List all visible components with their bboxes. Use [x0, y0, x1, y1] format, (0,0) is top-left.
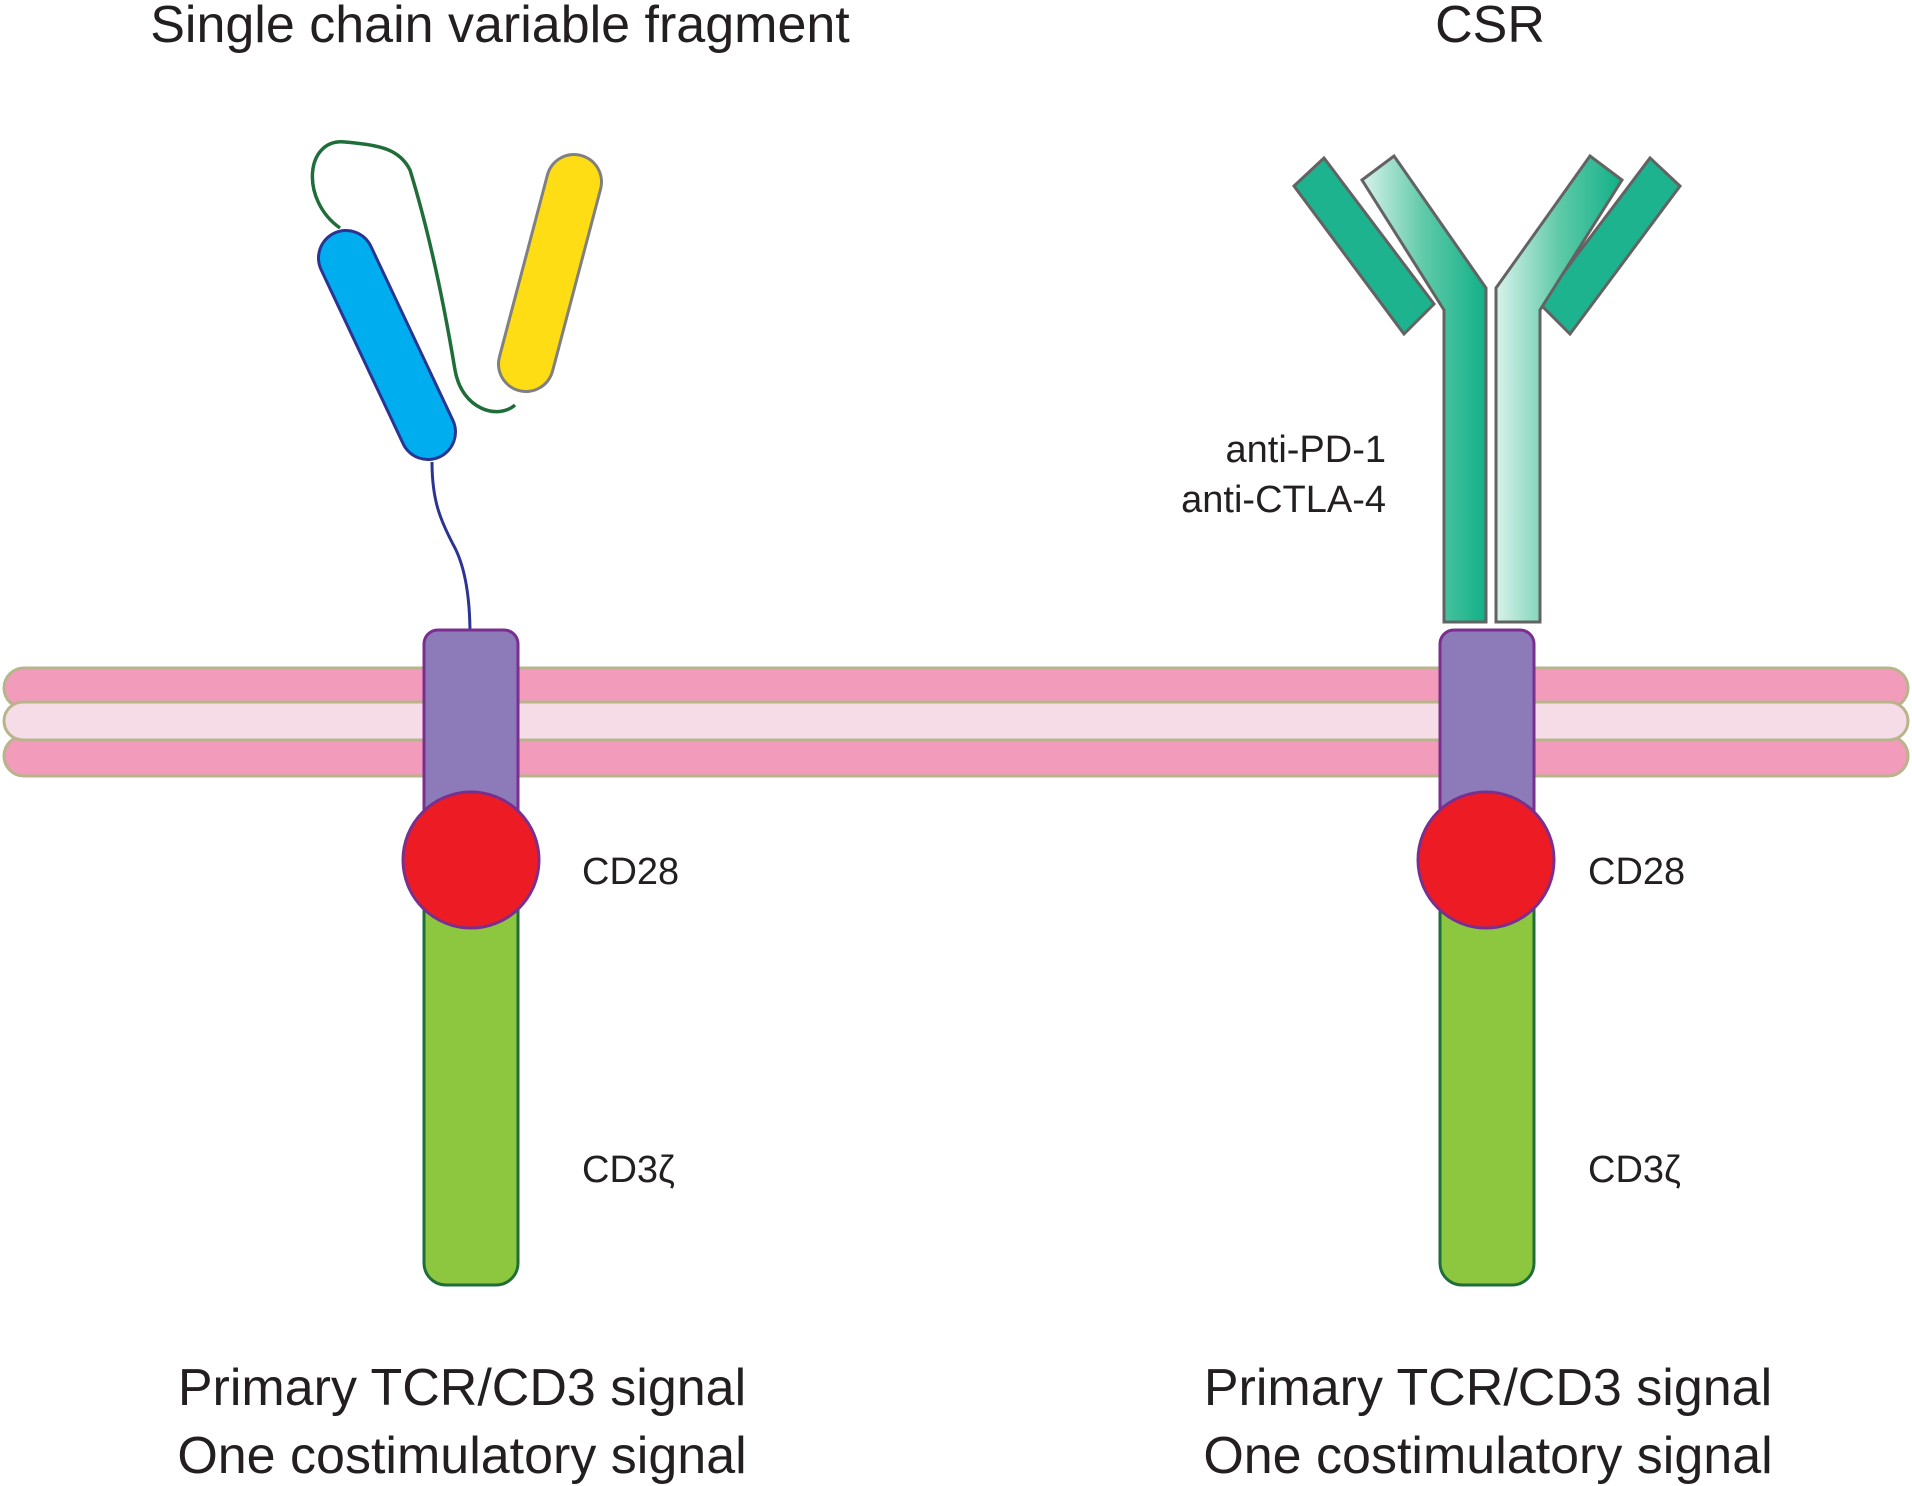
antibody-heavy-chain-right — [1494, 153, 1625, 624]
cd28-label-right: CD28 — [1588, 851, 1685, 893]
cd3z-label-left: CD3ζ — [582, 1149, 675, 1191]
cell-membrane — [2, 666, 1910, 778]
antibody-light-chain-left — [1291, 155, 1436, 337]
cd28-label-left: CD28 — [582, 851, 679, 893]
cd3z-domain-right — [1438, 878, 1536, 1287]
panel-title-csr: CSR — [1435, 0, 1545, 54]
cd3z-domain-left — [422, 878, 520, 1287]
caption-scfv-line2: One costimulatory signal — [177, 1427, 746, 1485]
panel-title-scfv: Single chain variable fragment — [150, 0, 850, 54]
antibody-light-chain-right — [1538, 155, 1683, 337]
cd3z-label-right: CD3ζ — [1588, 1149, 1681, 1191]
antibody-label-ctla4: anti-CTLA-4 — [1181, 479, 1386, 521]
csr-receptor — [1291, 153, 1683, 1287]
membrane-inner-leaflet — [2, 734, 1910, 778]
membrane-core — [2, 700, 1910, 742]
antibody-heavy-chain-left — [1359, 153, 1488, 624]
scfv-receptor — [310, 140, 603, 1287]
antibody-label-pd1: anti-PD-1 — [1226, 429, 1387, 471]
cd28-domain-right — [1416, 790, 1556, 930]
caption-scfv-line1: Primary TCR/CD3 signal — [178, 1359, 746, 1417]
scfv-hinge — [430, 461, 472, 636]
caption-csr-line2: One costimulatory signal — [1203, 1427, 1772, 1485]
scfv-linker-loop — [310, 140, 517, 414]
cd28-domain-left — [401, 790, 541, 930]
caption-csr-line1: Primary TCR/CD3 signal — [1204, 1359, 1772, 1417]
